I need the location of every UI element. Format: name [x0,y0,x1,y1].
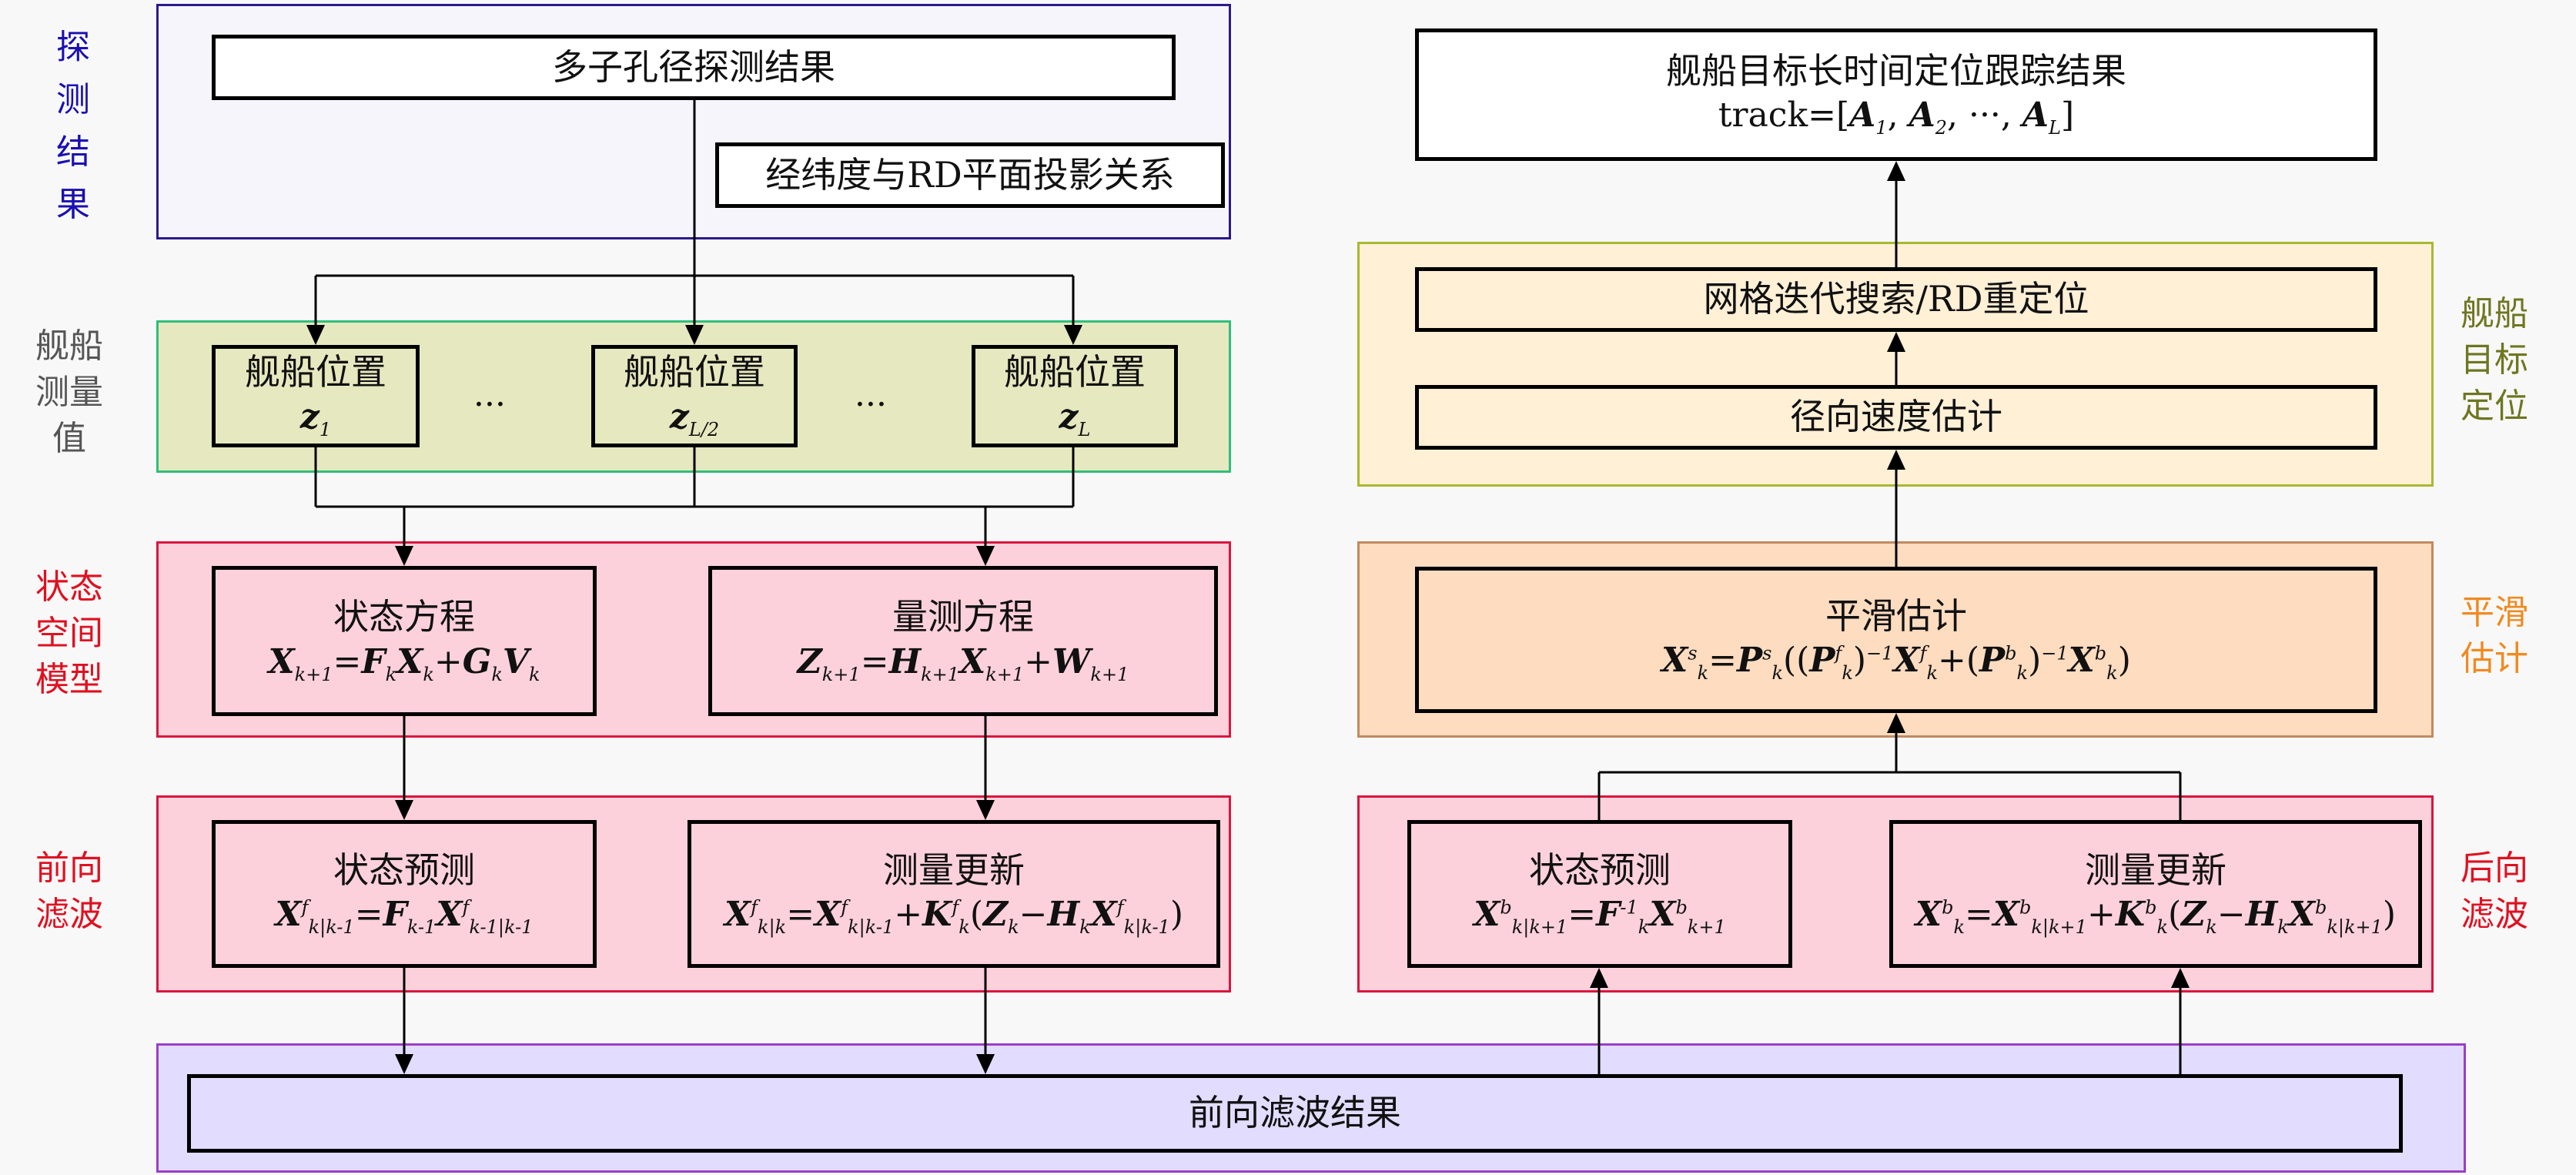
side-label-ship-measurement: 舰船 测量 值 [27,323,112,462]
node-title: 径向速度估计 [1790,396,2002,438]
measurement-equation-formula: Zk+1=Hk+1Xk+1+Wk+1 [797,641,1129,685]
forward-filter-result-node: 前向滤波结果 [187,1074,2403,1153]
arrowhead [976,800,995,820]
ellipsis-1: ··· [473,385,506,424]
node-title: 经纬度与RD平面投影关系 [765,153,1175,196]
ellipsis-2: ··· [855,385,887,424]
node-title: 舰船位置 [624,351,765,393]
arrowhead [1064,325,1082,345]
ship-position-node-last: 舰船位置 zL [972,345,1178,447]
forward-state-prediction-node: 状态预测 Xfk|k-1=Fk-1Xfk-1|k-1 [212,820,597,968]
label-line: 滤波 [35,895,103,934]
side-label-ship-locate: 舰船 目标 定位 [2452,291,2537,430]
measurement-equation-node: 量测方程 Zk+1=Hk+1Xk+1+Wk+1 [708,566,1218,716]
arrowhead [395,800,413,820]
label-line: 舰船 [2461,294,2528,333]
node-title: 多子孔径探测结果 [552,45,835,88]
smoothing-estimate-node: 平滑估计 Xsk=Psk((Pfk)−1Xfk+(Pbk)−1Xbk) [1415,567,2377,713]
label-line: 后向 [2461,849,2528,888]
arrowhead [976,546,995,566]
node-title: 测量更新 [2085,849,2226,891]
smoothing-formula: Xsk=Psk((Pfk)−1Xfk+(Pbk)−1Xbk) [1661,641,2131,685]
projection-relation-node: 经纬度与RD平面投影关系 [715,142,1225,208]
ship-position-var: z1 [299,397,332,440]
label-line: 滤波 [2461,895,2528,934]
node-title: 状态方程 [333,596,475,638]
node-title: 平滑估计 [1825,594,1967,637]
ship-position-node-mid: 舰船位置 zL/2 [591,345,798,447]
label-char: 结 [56,132,90,172]
tracking-result-node: 舰船目标长时间定位跟踪结果 track=[A1, A2, ···, AL] [1415,28,2377,161]
label-line: 平滑 [2461,593,2528,632]
node-title: 状态预测 [333,849,475,891]
node-title: 舰船位置 [1004,351,1146,393]
side-label-smoothing: 平滑 估计 [2452,590,2537,682]
state-equation-formula: Xk+1=FkXk+GkVk [268,641,540,685]
side-label-backward-filter: 后向 滤波 [2452,845,2537,938]
label-line: 估计 [2461,639,2528,678]
backward-update-formula: Xbk=Xbk|k+1+Kbk(Zk−HkXbk|k+1) [1915,895,2397,939]
state-equation-node: 状态方程 Xk+1=FkXk+GkVk [212,566,597,716]
arrowhead [1887,161,1905,181]
label-line: 定位 [2461,387,2528,426]
label-line: 前向 [35,849,103,888]
side-label-state-space: 状态 空间 模型 [27,564,112,703]
track-formula: track=[A1, A2, ···, AL] [1718,95,2075,139]
multi-aperture-detection-node: 多子孔径探测结果 [212,35,1176,100]
label-line: 测量 [35,373,103,412]
node-title: 状态预测 [1529,849,1671,891]
label-char: 测 [56,80,90,119]
node-title: 舰船位置 [245,351,386,393]
arrowhead [685,325,704,345]
arrowhead [976,1054,995,1074]
arrowhead [1887,332,1905,352]
node-title: 量测方程 [892,596,1034,638]
side-label-forward-filter: 前向 滤波 [27,845,112,938]
side-label-detection: 探 测 结 果 [31,22,115,231]
arrowhead [2171,968,2190,988]
arrowhead [395,1054,413,1074]
forward-prediction-formula: Xfk|k-1=Fk-1Xfk-1|k-1 [275,895,534,939]
ship-position-var: zL [1059,397,1091,440]
node-title: 测量更新 [883,849,1025,891]
forward-measurement-update-node: 测量更新 Xfk|k=Xfk|k-1+Kfk(Zk−HkXfk|k-1) [687,820,1220,968]
forward-update-formula: Xfk|k=Xfk|k-1+Kfk(Zk−HkXfk|k-1) [724,895,1183,939]
arrowhead [395,546,413,566]
ship-position-node-1: 舰船位置 z1 [212,345,420,447]
label-line: 目标 [2461,340,2528,380]
radial-velocity-estimate-node: 径向速度估计 [1415,385,2377,450]
grid-search-relocation-node: 网格迭代搜索/RD重定位 [1415,267,2377,332]
node-title: 舰船目标长时间定位跟踪结果 [1666,49,2126,92]
label-line: 模型 [35,660,103,699]
arrowhead [306,325,325,345]
backward-prediction-formula: Xbk|k+1=F-1kXbk+1 [1474,895,1726,939]
label-line: 空间 [35,614,103,653]
label-line: 舰船 [35,326,103,366]
ship-position-var: zL/2 [669,397,720,440]
label-char: 果 [56,185,90,224]
arrowhead [1887,450,1905,470]
label-char: 探 [56,28,90,67]
node-title: 网格迭代搜索/RD重定位 [1703,278,2089,320]
arrowhead [1887,713,1905,733]
backward-state-prediction-node: 状态预测 Xbk|k+1=F-1kXbk+1 [1407,820,1792,968]
label-line: 值 [52,419,86,458]
label-line: 状态 [35,567,103,607]
backward-measurement-update-node: 测量更新 Xbk=Xbk|k+1+Kbk(Zk−HkXbk|k+1) [1889,820,2422,968]
node-title: 前向滤波结果 [1189,1092,1401,1134]
arrowhead [1590,968,1608,988]
